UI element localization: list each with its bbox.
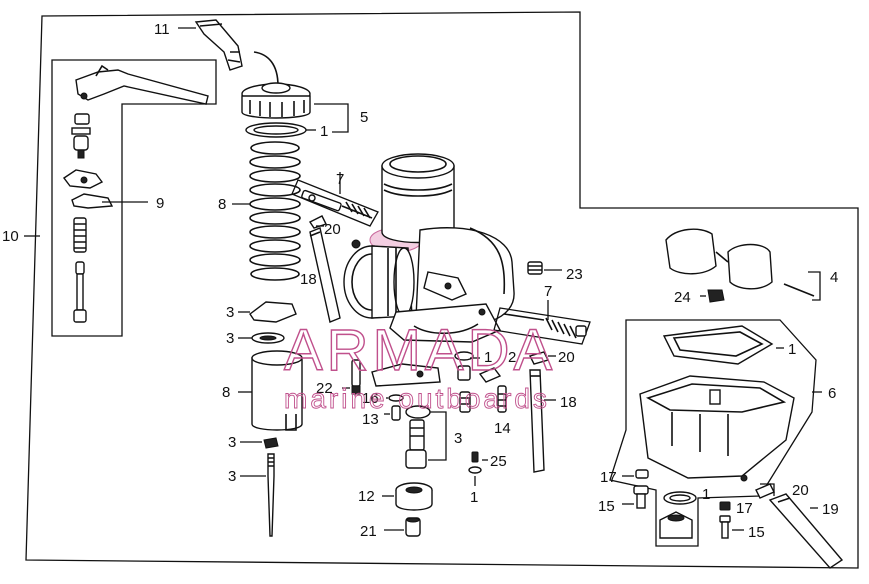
callout-10: 10 [2,228,19,245]
callout-12: 12 [358,488,375,505]
callout-13: 13 [362,411,379,428]
bowl-group-frame [609,319,817,547]
callout-25: 25 [490,453,507,470]
watermark-brand: ARMADA [284,318,556,383]
callout-1-ring: 1 [702,486,710,503]
callout-3-b: 3 [226,330,234,347]
main-jet-assembly [454,351,474,413]
callout-21: 21 [360,523,377,540]
float-valve-screw [707,289,725,303]
callout-5: 5 [360,109,368,126]
cap-screw [527,261,543,275]
small-screw [468,451,482,474]
callout-4: 4 [830,269,838,286]
watermark-tagline: marine outboards [284,383,550,414]
air-screw-right [493,307,591,345]
bowl-drain-plug [659,511,693,539]
throttle-spring [249,141,301,281]
callout-18-right: 18 [560,394,577,411]
callout-15-a: 15 [598,498,615,515]
callout-3-d: 3 [228,468,236,485]
assembly-boundary [25,11,859,569]
valve-spring-rod [73,217,87,323]
callout-3-e: 3 [454,430,462,447]
callout-16: 16 [362,390,379,407]
clip-bracket [478,367,502,383]
callout-7-top: 7 [336,171,344,188]
float-valve-group-frame [51,59,217,337]
callout-9: 9 [156,195,164,212]
float-pin [783,283,815,297]
callout-17-a: 17 [600,469,617,486]
float-bowl [639,375,795,482]
drain-hose [768,493,844,569]
needle-jet [405,405,431,469]
carburetor-body [343,153,515,343]
callout-6: 6 [828,385,836,402]
callout-1-cap: 1 [320,123,328,140]
cap-gasket [245,122,307,138]
callout-2: 2 [508,349,516,366]
throttle-slide [251,350,303,431]
float-lever [75,64,209,105]
carburetor-cap [241,51,311,119]
tube-clip-mid [528,351,550,365]
needle-valve-seat [71,113,91,159]
bowl-gasket [662,325,774,365]
callout-8-spring: 8 [218,196,226,213]
idle-screw [497,385,507,413]
valve-bracket [62,169,104,189]
pilot-screw-upper [291,179,379,227]
callout-11: 11 [154,21,170,38]
tube-clip-top [308,215,327,229]
callout-8-slide: 8 [222,384,230,401]
needle-clip-plate [249,301,297,323]
callout-15-b: 15 [748,524,765,541]
callout-20-bottom: 20 [792,482,809,499]
needle-jet-holder [371,363,441,387]
callout-17-b: 17 [736,500,753,517]
drain-ring [663,491,697,505]
callout-24: 24 [674,289,691,306]
needle-clip [263,437,279,449]
callout-20-mid: 20 [558,349,575,366]
jet-needle [267,453,275,537]
slide-retainer [251,332,285,344]
drain-plug [405,517,421,537]
pilot-jet-washer [388,394,404,402]
callout-3-a: 3 [226,304,234,321]
callout-1-2: 1 [484,349,492,366]
float-chamber-nut [395,482,433,511]
callout-7-right: 7 [544,283,552,300]
callout-18-left: 18 [300,271,317,288]
callout-20-top: 20 [324,221,341,238]
callout-22: 22 [316,380,333,397]
callout-1-bowl: 1 [788,341,796,358]
float-pin-clip [71,193,114,209]
floats [665,228,773,290]
callout-3-c: 3 [228,434,236,451]
bowl-screw-right [719,501,731,539]
callout-23: 23 [566,266,583,283]
callout-14: 14 [494,420,511,437]
starter-jet [351,359,361,395]
pilot-jet [391,405,401,421]
overflow-tube-right [529,369,545,473]
vent-hose [194,19,243,71]
callout-19: 19 [822,501,839,518]
callout-1-jet: 1 [470,489,478,506]
bowl-screw-left [633,469,649,509]
bowl-tube-clip [755,483,775,499]
overflow-tube-left [309,227,341,323]
